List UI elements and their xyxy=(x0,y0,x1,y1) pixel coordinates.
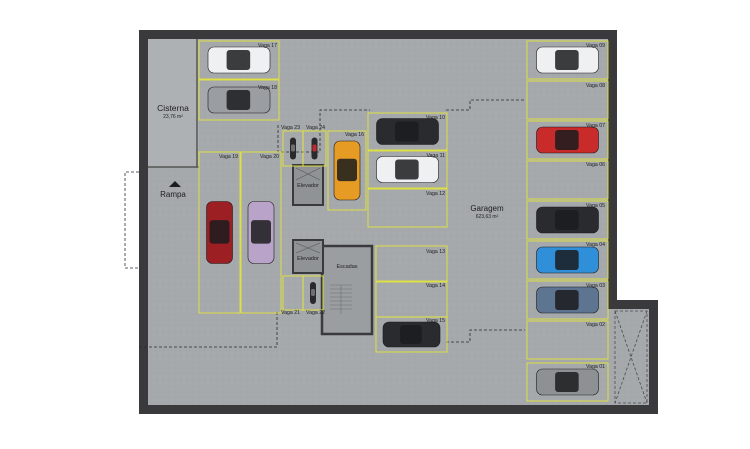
stair-core xyxy=(320,244,374,336)
spot-label-03: Vaga 03 xyxy=(586,283,605,289)
spot-02 xyxy=(526,320,609,360)
dashed-outline xyxy=(124,99,525,348)
elevator-cross-bottom xyxy=(295,242,321,254)
elevador-bottom-label: Elevador xyxy=(297,256,319,262)
car-05 xyxy=(536,206,599,234)
car-20 xyxy=(247,201,275,264)
spot-06 xyxy=(526,160,609,200)
car-18 xyxy=(207,86,271,114)
spot-label-13: Vaga 13 xyxy=(426,249,445,255)
spot-label-01: Vaga 01 xyxy=(586,364,605,370)
spot-20 xyxy=(240,151,282,314)
spot-label-18: Vaga 18 xyxy=(258,85,277,91)
ramp-arrow-icon xyxy=(169,181,181,187)
spot-label-05: Vaga 05 xyxy=(586,203,605,209)
spot-07 xyxy=(526,120,609,160)
spot-label-06: Vaga 06 xyxy=(586,162,605,168)
elevator-top-shaft xyxy=(292,164,324,206)
car-01 xyxy=(536,368,599,396)
car-15 xyxy=(382,321,441,348)
escadas-label: Escadas xyxy=(336,264,357,270)
motorcycle-22 xyxy=(310,282,316,304)
spot-15 xyxy=(375,316,448,353)
motorcycle-23 xyxy=(290,137,296,160)
spot-label-16: Vaga 16 xyxy=(345,132,364,138)
car-19 xyxy=(206,201,233,264)
car-17 xyxy=(207,46,271,74)
spot-03 xyxy=(526,280,609,320)
ramp-hatch xyxy=(614,310,648,404)
spot-08 xyxy=(526,80,609,120)
cisterna-area: 23,76 m² xyxy=(163,114,183,120)
spot-12 xyxy=(367,188,448,228)
garagem-area: 623,63 m² xyxy=(476,214,499,220)
spot-label-24: Vaga 24 xyxy=(306,125,325,131)
vehicles xyxy=(206,46,599,396)
stair-steps xyxy=(330,284,352,314)
spot-label-19: Vaga 19 xyxy=(219,154,238,160)
spot-label-17: Vaga 17 xyxy=(258,43,277,49)
spot-16 xyxy=(327,130,367,211)
spot-labels: Vaga 01 Vaga 02 Vaga 03 Vaga 04 Vaga 05 Vaga … xyxy=(219,43,605,370)
spot-22 xyxy=(302,275,324,311)
spot-label-02: Vaga 02 xyxy=(586,322,605,328)
rampa-label: Rampa xyxy=(160,190,186,199)
cisterna-name: Cisterna xyxy=(157,103,189,113)
spot-18 xyxy=(198,79,280,121)
elevator-bottom-shaft xyxy=(292,239,324,274)
spot-label-11: Vaga 11 xyxy=(426,153,445,159)
spot-19 xyxy=(198,151,241,314)
floor xyxy=(148,39,649,405)
elevator-cross-top xyxy=(295,167,321,181)
car-09 xyxy=(536,46,599,74)
spot-09 xyxy=(526,40,609,80)
spot-label-04: Vaga 04 xyxy=(586,242,605,248)
spot-17 xyxy=(198,40,280,80)
spot-label-23: Vaga 23 xyxy=(281,125,300,131)
car-07 xyxy=(536,126,599,154)
parking-spots xyxy=(198,40,609,402)
car-03 xyxy=(536,286,599,314)
car-11 xyxy=(376,156,439,183)
spot-01 xyxy=(526,362,609,402)
spot-label-12: Vaga 12 xyxy=(426,191,445,197)
spot-05 xyxy=(526,200,609,240)
spot-24 xyxy=(302,130,327,167)
car-16 xyxy=(333,140,361,201)
spot-label-07: Vaga 07 xyxy=(586,123,605,129)
spot-label-21: Vaga 21 xyxy=(281,310,300,316)
spot-label-14: Vaga 14 xyxy=(426,283,445,289)
spot-label-10: Vaga 10 xyxy=(426,115,445,121)
motorcycle-24 xyxy=(311,137,318,160)
spot-10 xyxy=(367,112,448,151)
spot-13 xyxy=(375,245,448,282)
car-10 xyxy=(376,118,439,145)
garagem-name: Garagem xyxy=(470,204,504,213)
spot-11 xyxy=(367,150,448,189)
spot-label-22: Vaga 22 xyxy=(306,310,325,316)
spot-label-15: Vaga 15 xyxy=(426,318,445,324)
spot-label-09: Vaga 09 xyxy=(586,43,605,49)
spot-04 xyxy=(526,240,609,280)
car-04 xyxy=(536,246,599,274)
spot-label-20: Vaga 20 xyxy=(260,154,279,160)
spot-label-08: Vaga 08 xyxy=(586,83,605,89)
cisterna-room xyxy=(148,39,199,167)
elevador-top-label: Elevador xyxy=(297,183,319,189)
